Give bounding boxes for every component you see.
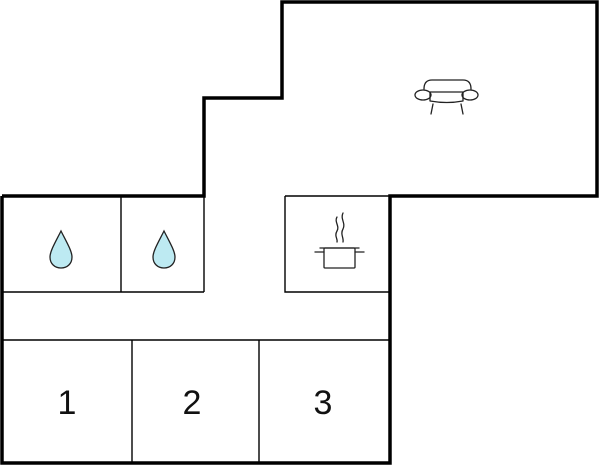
living-room [414, 79, 479, 115]
water-drop-icon [152, 229, 176, 269]
bathroom-1 [49, 229, 73, 269]
bathroom-2 [152, 229, 176, 269]
bedroom-2-label: 2 [183, 384, 202, 422]
interior-walls [2, 195, 390, 463]
bedroom-3-label: 3 [314, 384, 333, 422]
kitchen [314, 212, 365, 269]
cooking-pot-icon [314, 212, 365, 269]
water-drop-icon [49, 229, 73, 269]
bedroom-1-label: 1 [58, 384, 77, 422]
sofa-icon [414, 79, 479, 115]
